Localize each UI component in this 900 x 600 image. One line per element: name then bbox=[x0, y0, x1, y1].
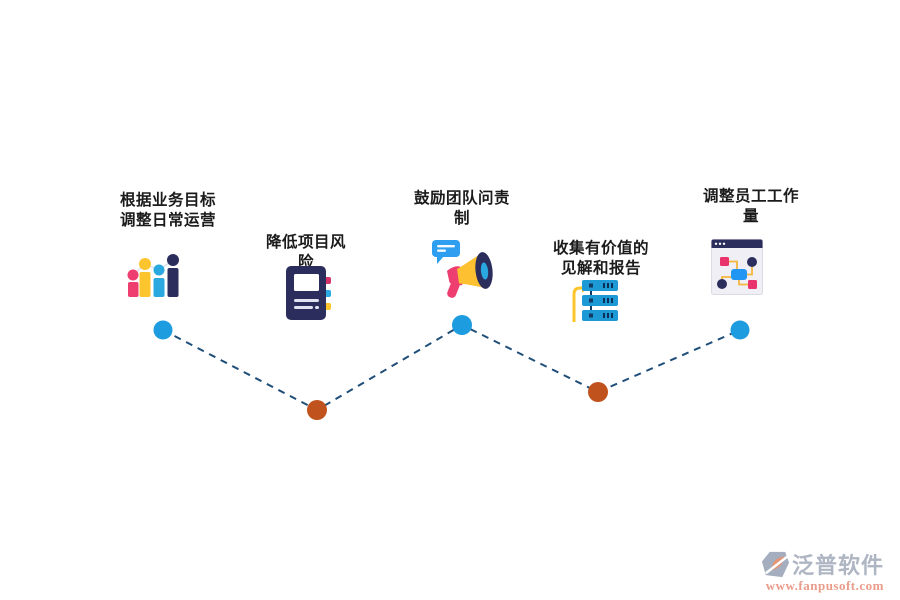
item-label-line: 根据业务目标 bbox=[119, 191, 216, 209]
item-label-line: 见解和报告 bbox=[560, 259, 641, 277]
item-label-line: 降低项目风 bbox=[265, 233, 346, 251]
browser-flowchart-icon bbox=[711, 239, 763, 295]
notebook-icon bbox=[286, 266, 331, 320]
brand-url: www.fanpusoft.com bbox=[765, 578, 884, 593]
timeline-node-1 bbox=[153, 320, 173, 340]
timeline-item-4-label: 收集有价值的 见解和报告 bbox=[533, 238, 669, 278]
item-label-line: 调整日常运营 bbox=[119, 211, 216, 229]
brand-name: 泛普软件 bbox=[791, 554, 884, 579]
timeline-item-1-label: 根据业务目标 调整日常运营 bbox=[100, 190, 236, 230]
timeline-node-5 bbox=[730, 320, 750, 340]
item-label-line: 调整员工工作 bbox=[702, 187, 799, 205]
timeline-node-4 bbox=[588, 382, 608, 402]
item-label-line: 收集有价值的 bbox=[552, 239, 649, 257]
item-label-line: 制 bbox=[453, 209, 470, 227]
item-label-line: 量 bbox=[742, 207, 759, 225]
timeline-item-3-label: 鼓励团队问责 制 bbox=[394, 188, 530, 228]
timeline-item-5-label: 调整员工工作 量 bbox=[683, 186, 819, 226]
timeline-node-2 bbox=[307, 400, 327, 420]
item-label-line: 鼓励团队问责 bbox=[413, 189, 510, 207]
server-stack-icon bbox=[572, 280, 618, 322]
brand-watermark: 泛普软件 www.fanpusoft.com bbox=[761, 548, 884, 594]
fanpu-logo-icon bbox=[761, 551, 790, 577]
bar-chart-people-icon bbox=[127, 254, 179, 297]
zigzag-dashed-line bbox=[162, 323, 741, 412]
megaphone-icon bbox=[432, 240, 493, 298]
timeline-node-3 bbox=[452, 315, 472, 335]
